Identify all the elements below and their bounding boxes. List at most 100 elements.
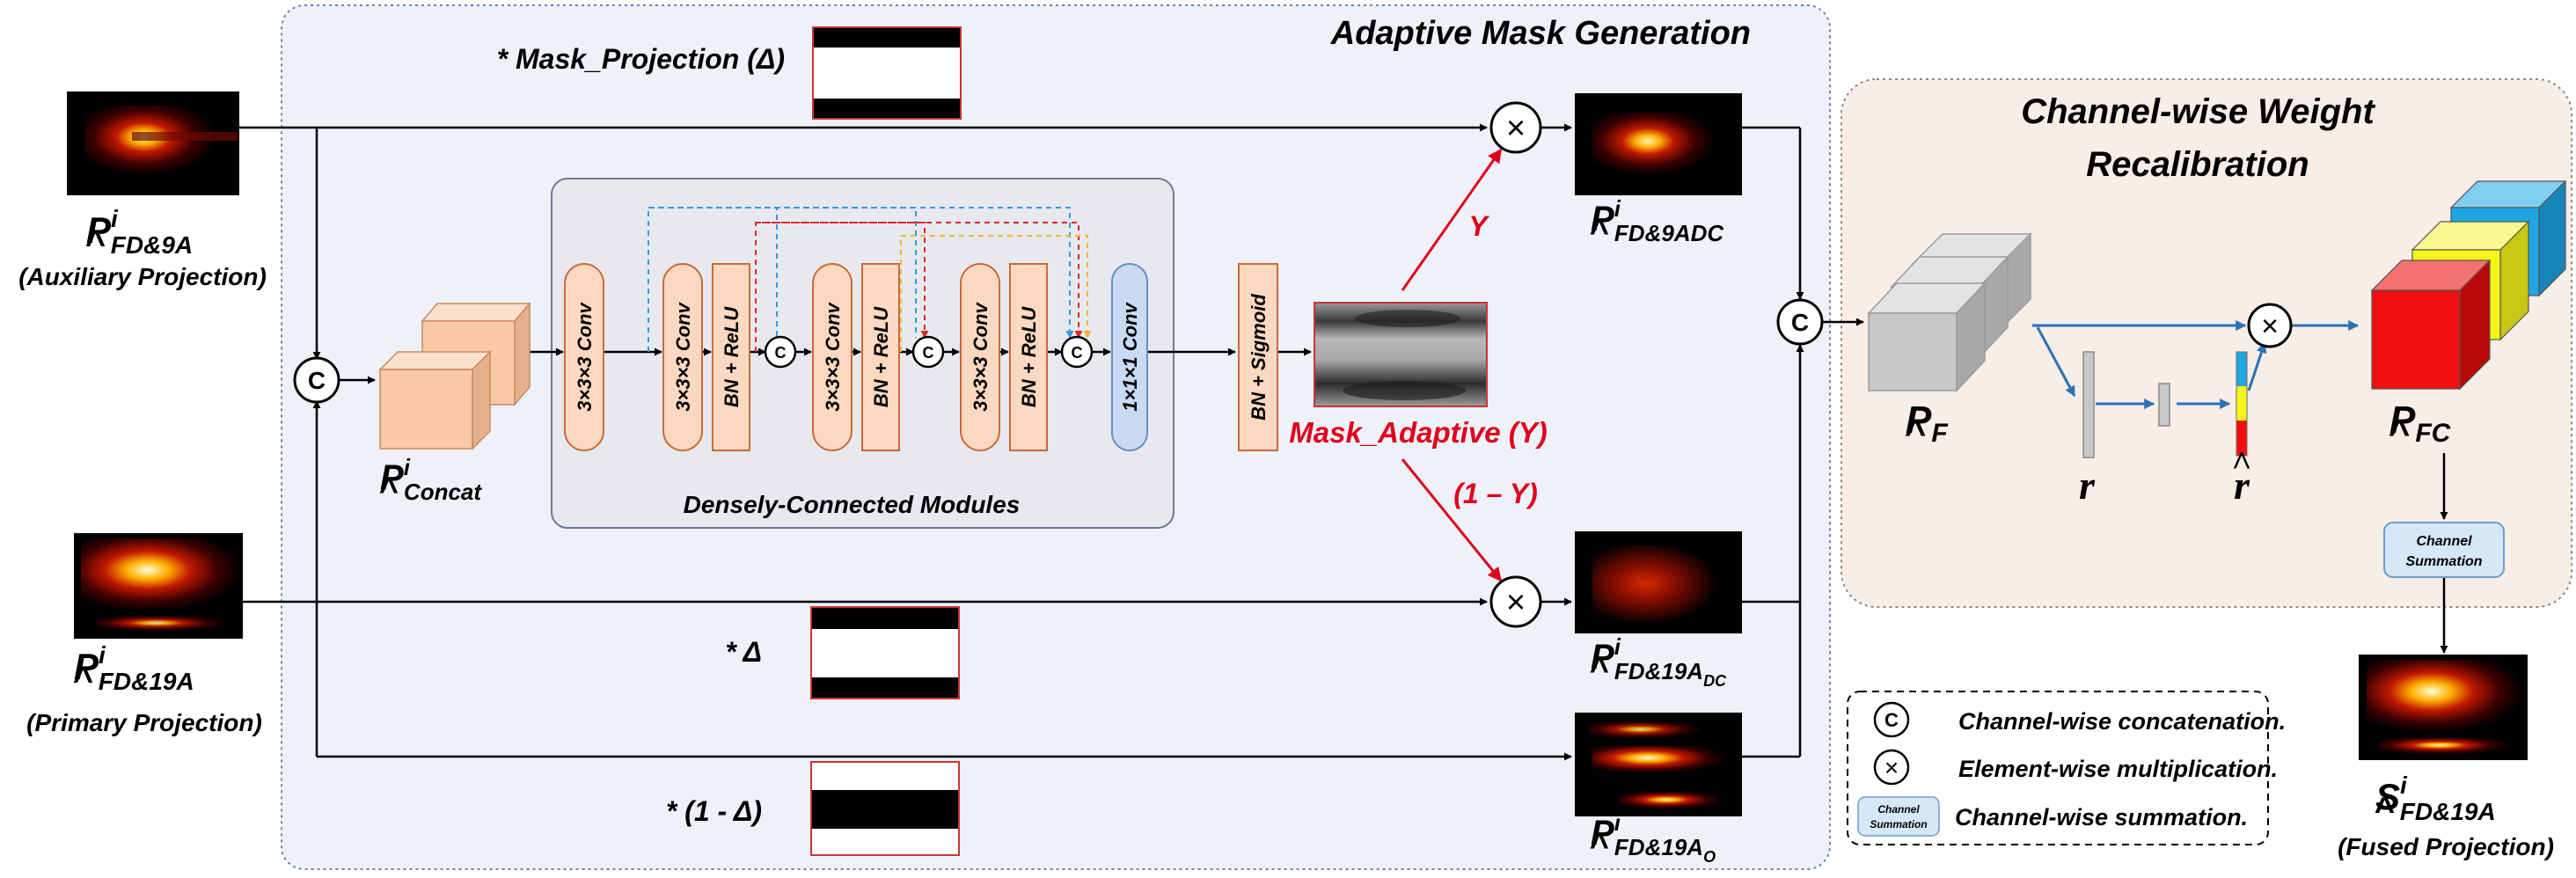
recalibration-arrows	[2032, 320, 2360, 409]
legend-multiply-text: Element-wise multiplication.	[1958, 756, 2278, 782]
multiply-right: ×	[2247, 303, 2293, 348]
svg-text:BN + ReLU: BN + ReLU	[870, 306, 892, 407]
svg-text:C: C	[775, 344, 787, 362]
svg-text:^: ^	[1589, 214, 1609, 251]
bn-sigmoid: BN + Sigmoid	[1238, 263, 1278, 451]
adc-9a-heatmap	[1575, 93, 1742, 195]
pf-label: PF ^	[1904, 399, 1948, 453]
concat-cube	[378, 301, 531, 450]
svg-text:^: ^	[378, 472, 399, 509]
svg-text:Channel: Channel	[2416, 534, 2472, 549]
svg-text:×: ×	[1506, 110, 1526, 147]
concat-left: C	[293, 356, 340, 404]
bn-relu-b: BN + ReLU	[861, 263, 900, 451]
mask-one-minus-delta-image	[810, 761, 960, 856]
svg-text:C: C	[1791, 309, 1809, 336]
r-hat-label: r ^	[2231, 443, 2251, 508]
svg-text:3×3×3 Conv: 3×3×3 Conv	[822, 301, 844, 411]
adaptive-mask-title: Adaptive Mask Generation	[1330, 15, 1751, 52]
pfc-label: PFC ^	[2388, 399, 2452, 453]
channel-weight-panel	[1841, 78, 2572, 608]
svg-text:^: ^	[1904, 412, 1926, 453]
svg-text:^: ^	[2374, 791, 2395, 830]
dense-concat-3: C	[1060, 335, 1094, 369]
adaptive-mask-label: Mask_Adaptive (Y)	[1289, 416, 1547, 449]
legend-box	[1847, 691, 2269, 845]
svg-text:C: C	[923, 344, 934, 362]
r-reduced-vector	[2158, 383, 2170, 427]
conv-3x3x3-a: 3×3×3 Conv	[564, 263, 604, 451]
svg-text:PF: PF	[1906, 399, 1948, 448]
bn-relu-a: BN + ReLU	[712, 263, 750, 451]
svg-text:×: ×	[1506, 584, 1526, 621]
aux-projection-desc: (Auxiliary Projection)	[18, 263, 267, 290]
r-hat-vector	[2236, 351, 2248, 457]
svg-text:PFC: PFC	[2389, 399, 2452, 448]
main-connectors	[239, 123, 2448, 761]
conv-3x3x3-d: 3×3×3 Conv	[960, 263, 1000, 451]
svg-text:^: ^	[2388, 412, 2410, 453]
conv-3x3x3-c: 3×3×3 Conv	[812, 263, 853, 451]
legend-multiply-icon: ×	[1873, 749, 1910, 786]
multiply-top: ×	[1489, 101, 1542, 154]
channel-summation-box: Channel Summation	[2383, 522, 2505, 578]
pfc-cube	[2370, 179, 2567, 391]
adaptive-mask-image	[1314, 302, 1488, 407]
svg-text:Summation: Summation	[1870, 818, 1927, 830]
svg-text:^: ^	[2231, 443, 2251, 483]
svg-text:1×1×1 Conv: 1×1×1 Conv	[1119, 301, 1141, 411]
svg-text:BN + Sigmoid: BN + Sigmoid	[1248, 294, 1270, 421]
conv-3x3x3-b: 3×3×3 Conv	[662, 263, 703, 451]
svg-text:Channel: Channel	[1877, 803, 1920, 816]
gamma-arrow	[1401, 148, 1503, 291]
one-minus-gamma-arrow	[1401, 458, 1503, 582]
pf-cube	[1867, 232, 2032, 392]
svg-text:BN + ReLU: BN + ReLU	[1018, 306, 1040, 407]
o-19a-heatmap	[1575, 713, 1742, 816]
bn-relu-c: BN + ReLU	[1009, 263, 1048, 451]
gamma-label: Y	[1468, 210, 1489, 242]
legend-summation-icon: Channel Summation	[1857, 796, 1940, 837]
primary-projection-heatmap	[74, 533, 243, 639]
svg-text:^: ^	[72, 661, 93, 699]
multiply-bottom: ×	[1489, 575, 1542, 628]
channel-weight-title-line1: Channel-wise Weight	[2021, 92, 2375, 131]
r-label: r	[2079, 463, 2096, 508]
mask-delta-image	[810, 606, 960, 699]
aux-projection-heatmap	[67, 91, 239, 195]
svg-text:3×3×3 Conv: 3×3×3 Conv	[970, 301, 992, 411]
svg-text:C: C	[1884, 709, 1899, 731]
svg-text:Summation: Summation	[2405, 554, 2482, 569]
mask-one-minus-delta-label: * (1 - Δ)	[666, 795, 762, 827]
mask-delta-label: * Δ	[725, 636, 762, 668]
svg-text:r: r	[2234, 463, 2250, 508]
primary-projection-desc: (Primary Projection)	[26, 709, 262, 736]
fused-projection-heatmap	[2359, 655, 2528, 760]
fused-projection-desc: (Fused Projection)	[2338, 833, 2554, 860]
r-vector	[2082, 351, 2095, 458]
conv-1x1x1: 1×1×1 Conv	[1111, 263, 1148, 451]
svg-text:C: C	[1072, 344, 1083, 362]
svg-text:BN + ReLU: BN + ReLU	[721, 306, 743, 407]
channel-weight-title-line2: Recalibration	[2086, 145, 2309, 184]
dc-19a-heatmap	[1575, 531, 1742, 633]
densely-connected-label: Densely-Connected Modules	[684, 491, 1021, 518]
svg-text:×: ×	[1884, 754, 1899, 781]
svg-text:^: ^	[1589, 828, 1609, 865]
legend-summation-text: Channel-wise summation.	[1955, 804, 2248, 830]
svg-text:^: ^	[1589, 652, 1609, 689]
concat-right: C	[1776, 298, 1824, 346]
